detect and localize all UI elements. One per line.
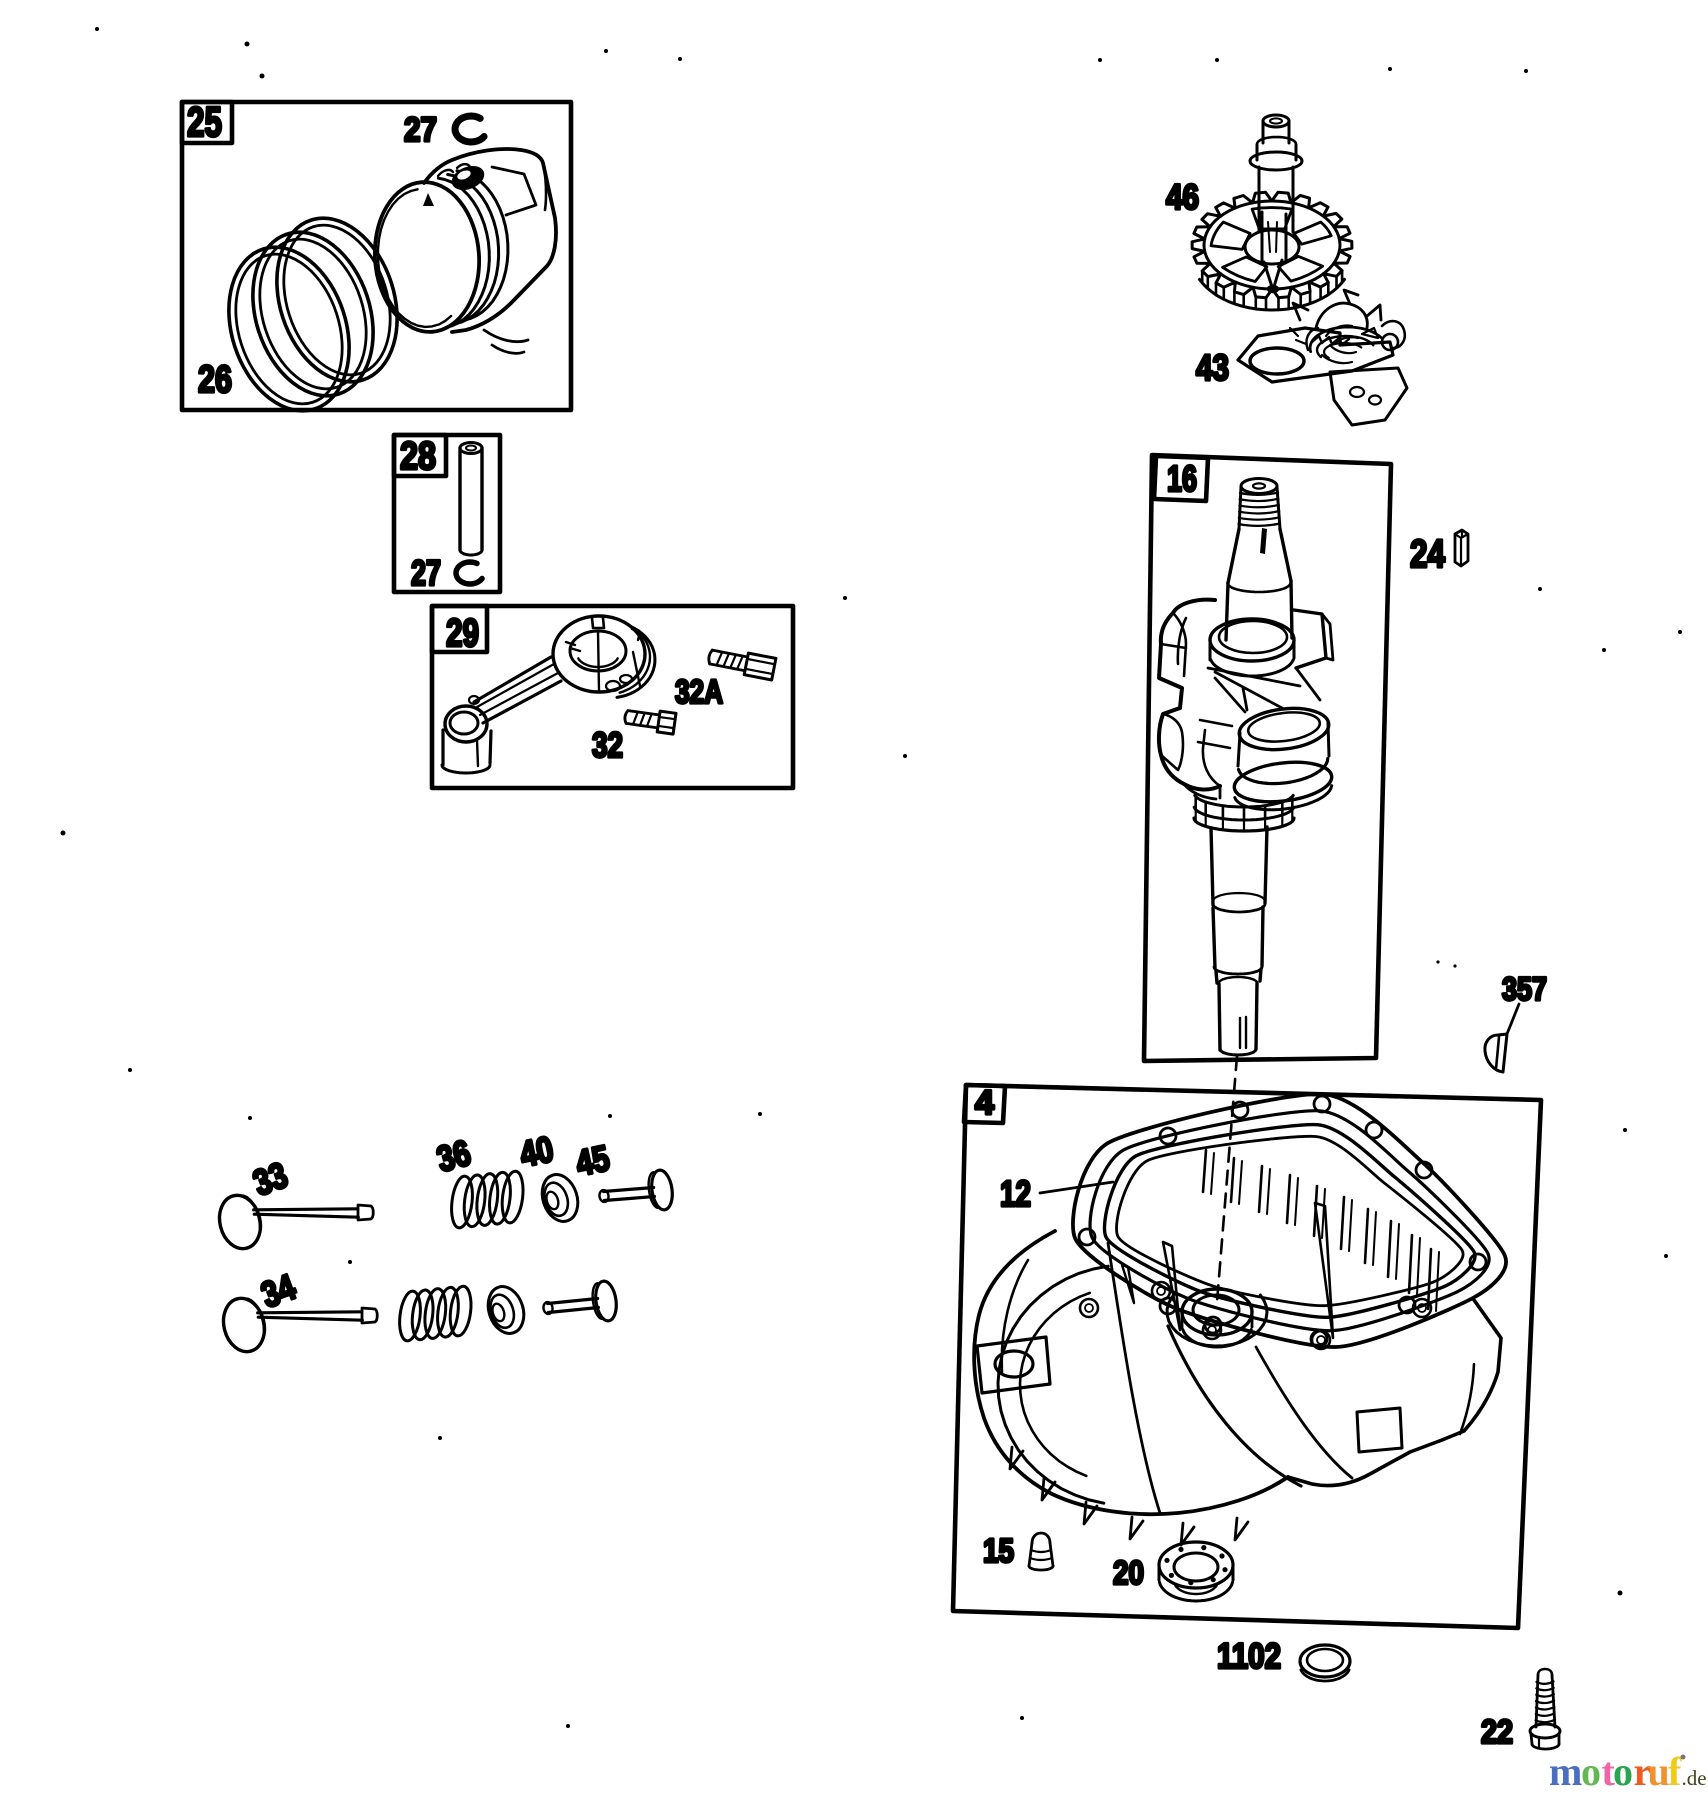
- svg-text:26: 26: [198, 359, 232, 401]
- svg-text:4: 4: [975, 1084, 994, 1122]
- svg-text:357: 357: [1502, 971, 1547, 1007]
- svg-text:29: 29: [446, 612, 479, 655]
- svg-text:15: 15: [983, 1532, 1014, 1569]
- svg-text:28: 28: [400, 435, 436, 478]
- svg-text:r: r: [1634, 1749, 1652, 1794]
- svg-text:16: 16: [1167, 458, 1197, 499]
- svg-text:27: 27: [411, 554, 441, 593]
- svg-text:27: 27: [404, 111, 437, 149]
- svg-text:m: m: [1549, 1749, 1582, 1794]
- svg-text:22: 22: [1481, 1713, 1513, 1750]
- svg-text:43: 43: [1196, 347, 1229, 388]
- svg-text:o: o: [1613, 1749, 1633, 1794]
- svg-text:12: 12: [1000, 1173, 1031, 1214]
- svg-text:u: u: [1648, 1749, 1670, 1794]
- svg-text:.de: .de: [1682, 1766, 1707, 1790]
- svg-text:32: 32: [592, 726, 623, 765]
- svg-text:20: 20: [1113, 1554, 1144, 1591]
- svg-text:t: t: [1602, 1749, 1616, 1794]
- svg-text:1102: 1102: [1217, 1637, 1281, 1676]
- svg-text:o: o: [1581, 1749, 1601, 1794]
- svg-text:24: 24: [1410, 533, 1445, 576]
- svg-text:45: 45: [572, 1137, 613, 1184]
- svg-text:32A: 32A: [675, 673, 723, 710]
- svg-text:25: 25: [187, 98, 222, 145]
- svg-text:46: 46: [1166, 178, 1199, 217]
- svg-text:f: f: [1668, 1749, 1682, 1794]
